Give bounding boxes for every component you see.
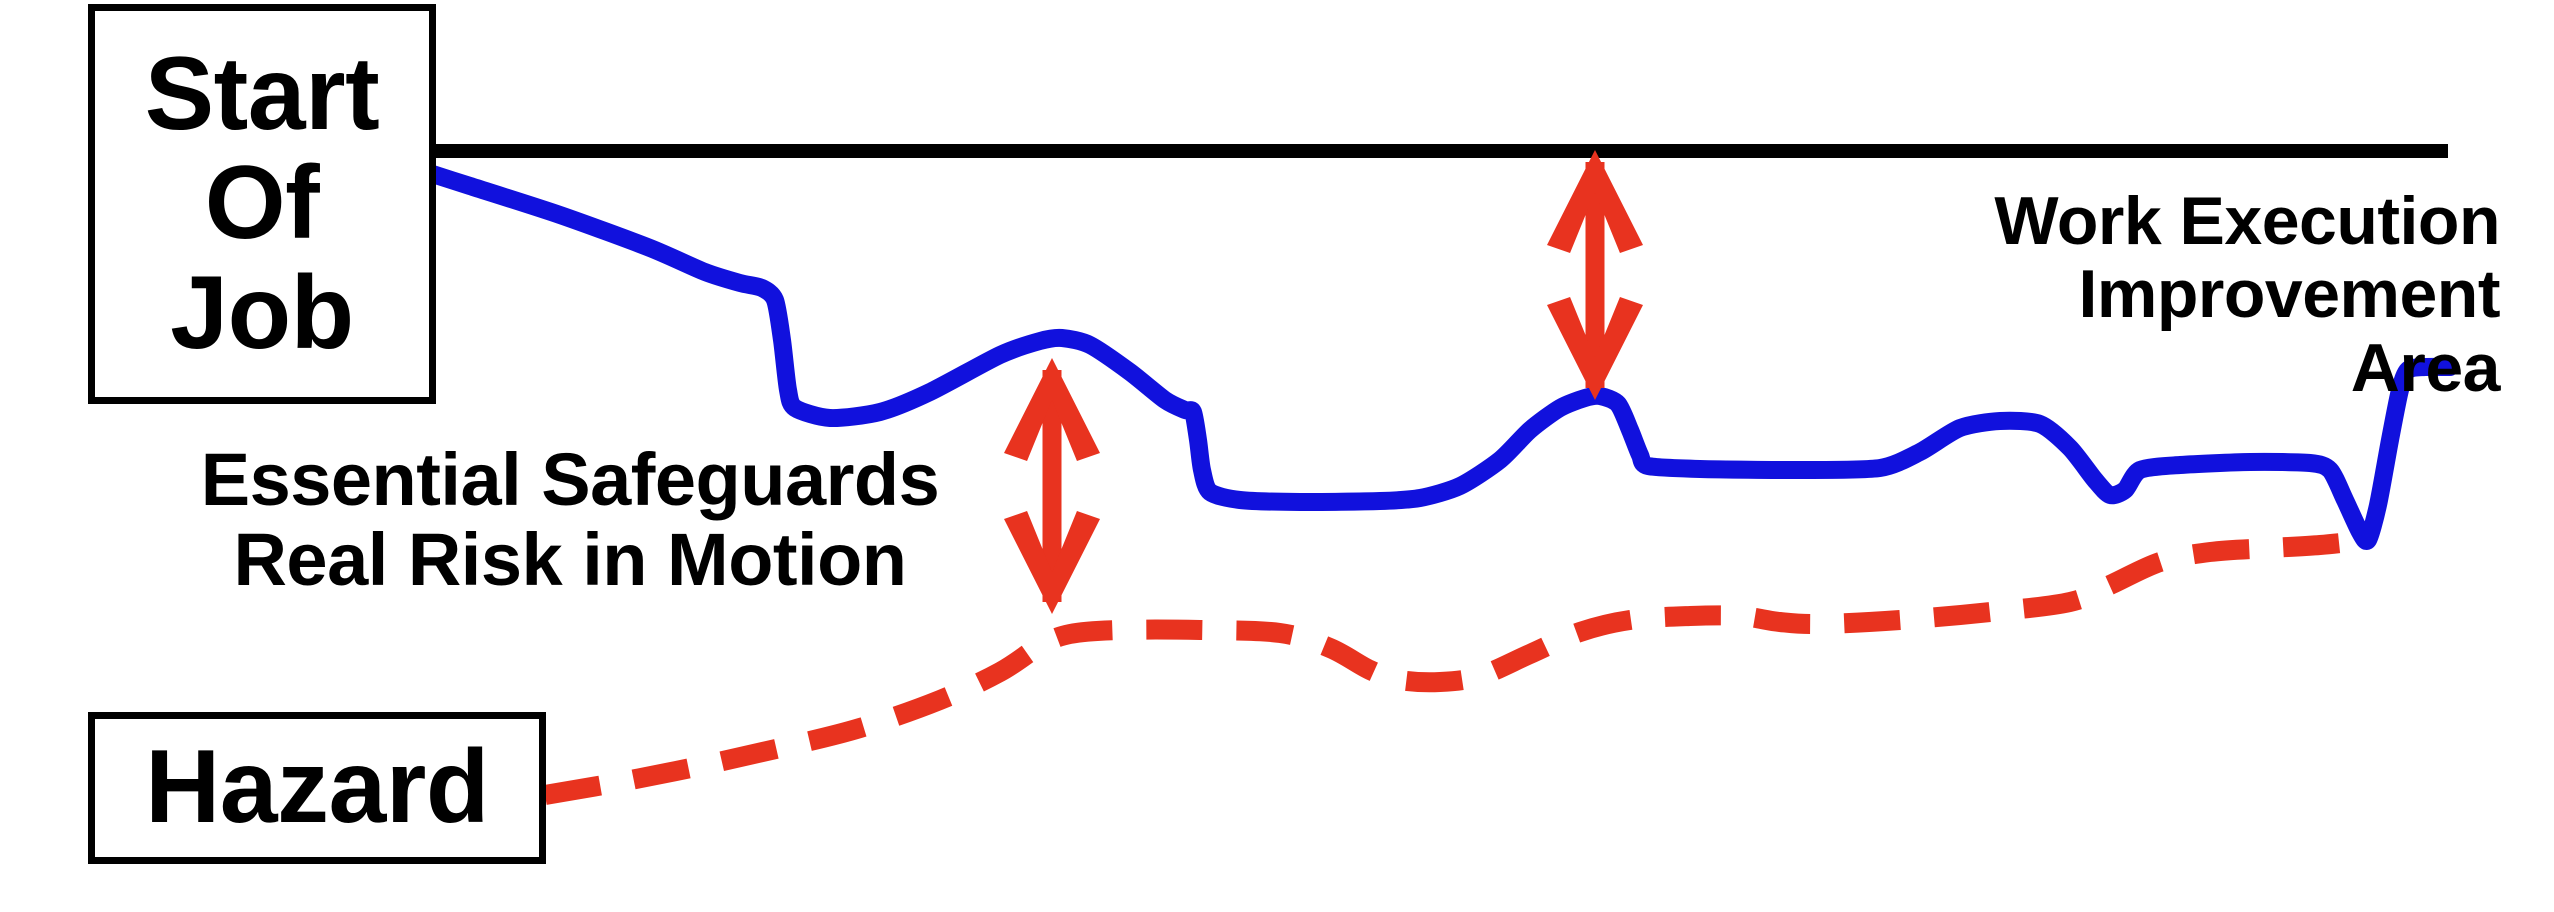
right-gap-arrow-head-up xyxy=(1547,150,1643,253)
hazard-box-label: Hazard xyxy=(145,729,489,846)
start-of-job-line-3: Job xyxy=(170,254,354,371)
left-gap-arrow xyxy=(1004,358,1100,614)
left-gap-arrow-head-down xyxy=(1004,511,1100,614)
start-of-job-box: Start Of Job xyxy=(88,4,436,404)
right-gap-arrow-head-down xyxy=(1547,297,1643,400)
hazard-line xyxy=(543,530,2370,805)
start-of-job-line-1: Start xyxy=(144,36,380,153)
right-gap-arrow xyxy=(1547,150,1643,400)
work-execution-improvement-area-label: Work Execution Improvement Area xyxy=(1994,183,2500,406)
left-gap-arrow-head-up xyxy=(1004,358,1100,461)
essential-safeguards-label: Essential Safeguards Real Risk in Motion xyxy=(200,438,940,601)
hazard-box: Hazard xyxy=(88,712,546,864)
essential-safeguards-line xyxy=(411,161,2459,550)
start-of-job-line-2: Of xyxy=(204,145,320,262)
